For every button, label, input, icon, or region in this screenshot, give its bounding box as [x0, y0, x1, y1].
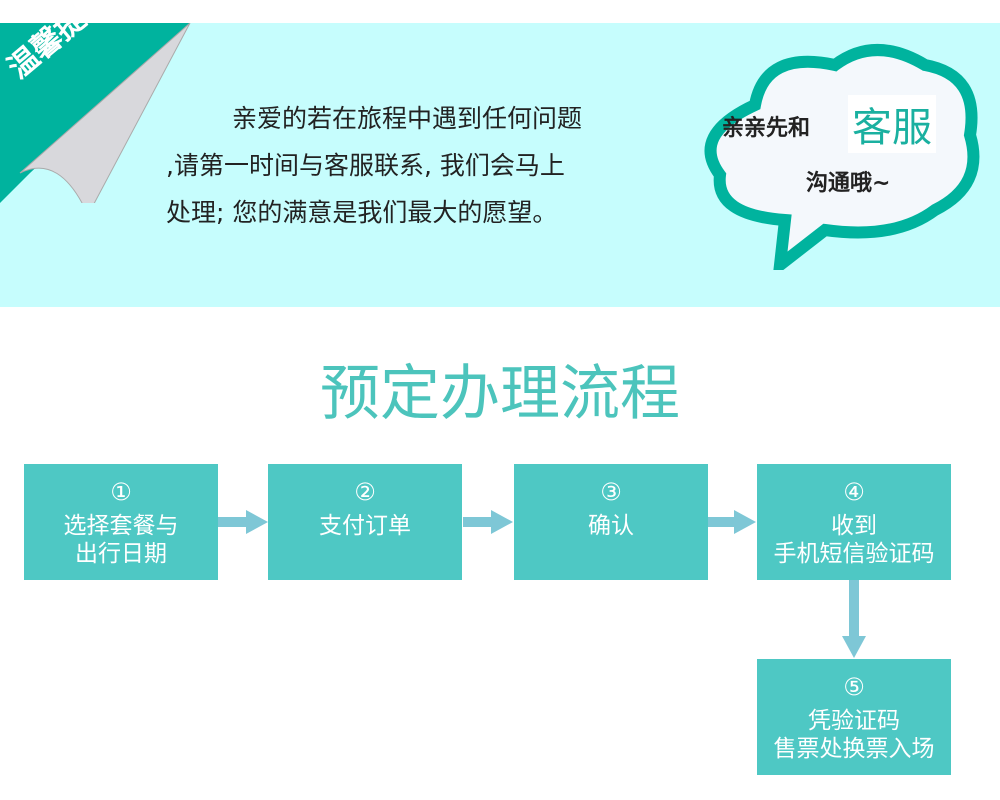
step-4: ④ 收到 手机短信验证码	[757, 464, 951, 580]
bubble-text-1: 亲亲先和	[722, 116, 811, 141]
page-title: 预定办理流程	[320, 359, 680, 429]
step-3: ③ 确认	[514, 464, 708, 580]
tips-message: 亲爱的若在旅程中遇到任何问题 ,请第一时间与客服联系, 我们会马上 处理; 您的…	[166, 104, 583, 227]
step-1: ① 选择套餐与 出行日期	[24, 464, 218, 580]
step-5: ⑤ 凭验证码 售票处换票入场	[757, 659, 951, 775]
arrow-right-icon	[708, 510, 756, 534]
arrow-down-icon	[842, 580, 866, 658]
page-curl-corner	[0, 23, 191, 203]
bubble-highlight: 客服	[848, 95, 936, 153]
arrow-right-icon	[218, 510, 268, 534]
step-2: ② 支付订单	[268, 464, 462, 580]
arrow-right-icon	[463, 510, 513, 534]
bubble-text-2: 沟通哦~	[806, 171, 891, 196]
